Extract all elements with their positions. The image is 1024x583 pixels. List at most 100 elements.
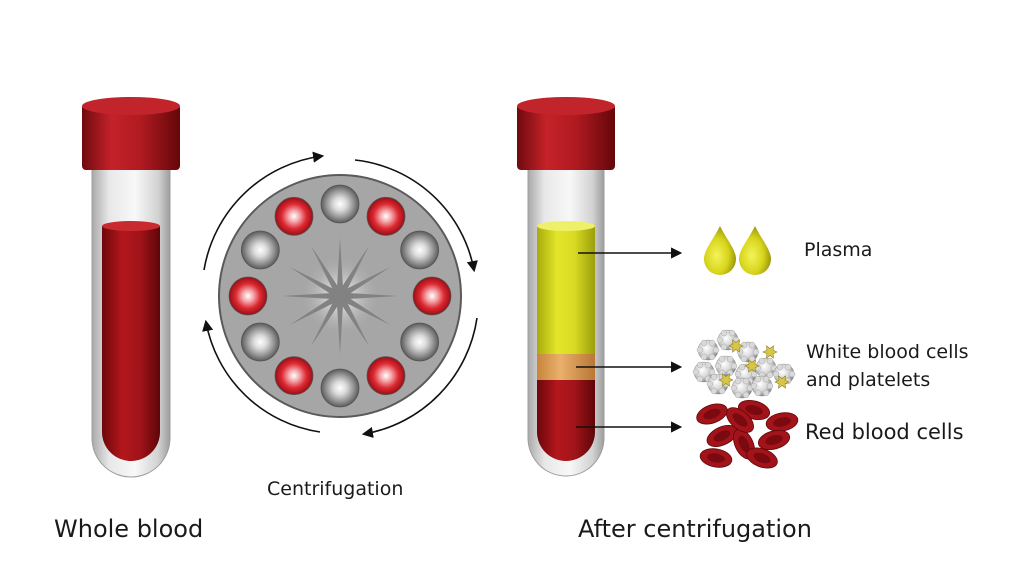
white-cell-bump <box>784 363 792 371</box>
rotor-spoke <box>338 292 391 325</box>
rotor-spoke <box>336 294 369 347</box>
red-cell-center <box>745 405 763 415</box>
rotor-spoke <box>340 292 398 300</box>
rotor-tube-red <box>228 276 268 316</box>
rotor-spoke <box>311 294 344 347</box>
tube-cap <box>82 104 180 170</box>
rotor-tube-red <box>366 356 406 396</box>
white-cell-bump <box>710 373 718 381</box>
plasma-label: Plasma <box>804 239 873 261</box>
white-cell-bump <box>718 355 726 363</box>
white-cell-bump <box>714 362 722 370</box>
white-cell-bump <box>710 387 718 395</box>
white-cells-platelets-icon <box>692 329 796 399</box>
white-cell-bump <box>730 362 738 370</box>
white-cell-bump <box>758 357 766 365</box>
plasma-drop <box>739 226 771 275</box>
rotor-tube-red <box>412 276 452 316</box>
white-cell-bump <box>728 329 736 337</box>
white-cell-bump <box>738 363 746 371</box>
white-cell-bump <box>740 341 748 349</box>
white-cell-bump <box>762 389 770 397</box>
plasma-drop <box>704 226 736 275</box>
rotor-tube-gray <box>240 322 280 362</box>
tube-cap-top <box>517 97 615 115</box>
white-cell-bump <box>692 368 700 376</box>
red-blood-cell <box>699 448 733 468</box>
rotor-spoke <box>336 245 369 298</box>
rotor-spoke <box>282 292 340 300</box>
white-cell-bump <box>766 382 774 390</box>
white-cells-platelets-label: White blood cells and platelets <box>806 338 969 394</box>
whole-blood-tube <box>82 97 180 478</box>
plasma-drops-icon <box>704 226 771 275</box>
red-blood-cell <box>696 403 728 425</box>
white-cell-bump <box>776 363 784 371</box>
plasma-layer <box>537 226 595 354</box>
rotor-tube-gray <box>320 368 360 408</box>
rotor-tube-gray <box>240 230 280 270</box>
rotation-arrow-right <box>361 317 478 438</box>
red-cell-center <box>732 413 748 427</box>
white-cell-bump <box>748 341 756 349</box>
rotor-tube-gray <box>400 322 440 362</box>
layer-pointers <box>576 247 683 433</box>
white-cell-bump <box>720 343 728 351</box>
tube-cap <box>517 104 615 170</box>
red-cell-center <box>713 430 731 442</box>
red-blood-cells-icon <box>696 399 799 469</box>
red-blood-cells-label: Red blood cells <box>805 420 964 444</box>
rotor-tube-gray <box>400 230 440 270</box>
rotor-tubes <box>228 184 452 408</box>
rotation-arrow-bottom <box>202 319 321 433</box>
platelet <box>728 339 744 353</box>
white-cells-label-line2: and platelets <box>806 369 931 391</box>
centrifuge-rotor <box>218 174 462 418</box>
red-blood-cell <box>757 429 791 451</box>
after-centrifugation-label: After centrifugation <box>578 515 812 543</box>
white-cell-bump <box>742 377 750 385</box>
platelet <box>774 375 790 389</box>
white-cell-bump <box>734 377 742 385</box>
blood-fill <box>102 226 160 461</box>
white-cell-bump <box>750 370 758 378</box>
white-cell-bump <box>720 329 728 337</box>
white-cell-bump <box>788 370 796 378</box>
whole-blood-label: Whole blood <box>54 515 204 543</box>
red-cell-center <box>707 453 725 463</box>
red-cell-center <box>738 435 750 453</box>
white-cell-bump <box>740 355 748 363</box>
platelet <box>718 373 734 387</box>
white-cell-bump <box>772 370 780 378</box>
blood-surface <box>102 221 160 231</box>
white-cell-bump <box>742 391 750 399</box>
rotor-spoke <box>336 296 344 354</box>
white-cell-bump <box>748 355 756 363</box>
rotor-spoke <box>336 238 344 296</box>
plasma-surface <box>537 221 595 231</box>
rotor-tube-red <box>274 196 314 236</box>
white-cell-bump <box>766 357 774 365</box>
platelet <box>762 345 778 359</box>
rotor-spoke <box>289 267 342 300</box>
white-cells-label-line1: White blood cells <box>806 341 969 363</box>
red-blood-cell <box>746 447 778 469</box>
rotor-spoke <box>311 245 344 298</box>
white-cell-bump <box>706 380 714 388</box>
red-cell-center <box>703 408 721 420</box>
platelet <box>744 359 760 373</box>
rotation-arrow-top <box>354 159 478 273</box>
rotor-tube-gray <box>320 184 360 224</box>
rotation-arrow-left <box>203 151 325 271</box>
red-cell-center <box>773 417 791 427</box>
rotor-spoke <box>289 292 342 325</box>
white-cell-bump <box>708 339 716 347</box>
rotation-arrows <box>202 151 478 438</box>
white-cell-bump <box>762 375 770 383</box>
separated-blood-tube <box>517 97 615 477</box>
white-cell-bump <box>718 387 726 395</box>
red-blood-cell <box>706 425 738 447</box>
red-blood-cell <box>765 412 799 432</box>
white-cell-bump <box>734 370 742 378</box>
